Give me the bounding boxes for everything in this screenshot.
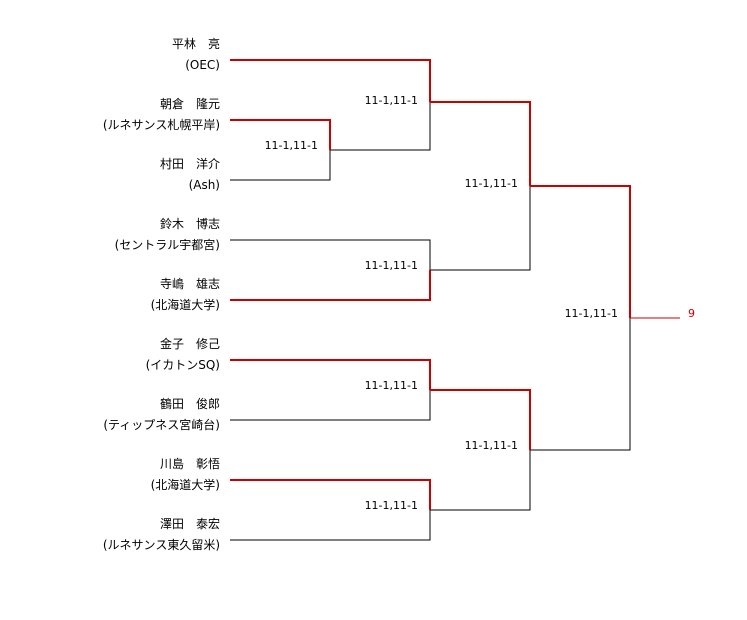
score-r1-b: 11-1,11-1 bbox=[365, 259, 418, 272]
score-r2-a: 11-1,11-1 bbox=[465, 177, 518, 190]
line-player-1 bbox=[230, 59, 431, 102]
line-player-3 bbox=[230, 150, 331, 181]
line-r2a-out bbox=[530, 185, 631, 318]
line-r2b-out bbox=[530, 318, 631, 451]
score-r1-d: 11-1,11-1 bbox=[365, 499, 418, 512]
champion-label: 9 bbox=[688, 307, 695, 320]
player-5-name: 寺嶋 雄志 bbox=[160, 276, 220, 291]
player-7-name: 鶴田 俊郎 bbox=[160, 396, 220, 411]
line-r1a-out bbox=[430, 101, 531, 186]
score-r2-b: 11-1,11-1 bbox=[465, 439, 518, 452]
line-prelim-out bbox=[330, 102, 431, 151]
player-6-name: 金子 修己 bbox=[160, 336, 220, 351]
player-3-name: 村田 洋介 bbox=[160, 156, 220, 171]
line-player-7 bbox=[230, 390, 431, 421]
player-6-team: (イカトンSQ) bbox=[146, 358, 220, 372]
line-r1d-out bbox=[430, 450, 531, 511]
score-r1-a: 11-1,11-1 bbox=[365, 94, 418, 107]
line-player-2 bbox=[230, 119, 331, 150]
player-9-team: (ルネサンス東久留米) bbox=[103, 538, 220, 552]
winner-lines bbox=[230, 59, 631, 510]
player-5-team: (北海道大学) bbox=[151, 297, 220, 312]
score-final: 11-1,11-1 bbox=[565, 307, 618, 320]
player-1-name: 平林 亮 bbox=[172, 36, 220, 51]
player-3-team: (Ash) bbox=[189, 178, 220, 192]
line-player-5 bbox=[230, 270, 431, 301]
line-player-6 bbox=[230, 359, 431, 390]
player-9-name: 澤田 泰宏 bbox=[160, 516, 220, 531]
line-player-9 bbox=[230, 510, 431, 541]
line-r1b-out bbox=[430, 186, 531, 271]
player-4-name: 鈴木 博志 bbox=[160, 216, 220, 231]
player-8-name: 川島 彰悟 bbox=[160, 456, 220, 471]
line-player-8 bbox=[230, 479, 431, 510]
player-4-team: (セントラル宇都宮) bbox=[115, 237, 220, 252]
score-r1-c: 11-1,11-1 bbox=[365, 379, 418, 392]
player-8-team: (北海道大学) bbox=[151, 477, 220, 492]
player-1-team: (OEC) bbox=[185, 58, 220, 72]
line-player-4 bbox=[230, 239, 431, 270]
loser-lines bbox=[230, 102, 631, 541]
player-7-team: (ティップネス宮崎台) bbox=[103, 417, 220, 432]
player-2-name: 朝倉 隆元 bbox=[160, 96, 220, 111]
line-r1c-out bbox=[430, 389, 531, 450]
player-2-team: (ルネサンス札幌平岸) bbox=[103, 117, 220, 132]
score-prelim: 11-1,11-1 bbox=[265, 139, 318, 152]
